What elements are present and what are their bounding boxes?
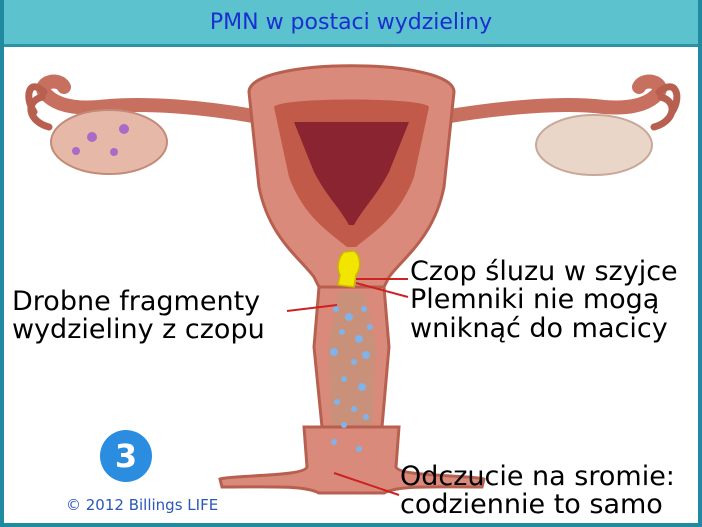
left-ovary-follicle [110, 148, 118, 156]
right-fallopian-tube [444, 82, 660, 117]
label-line: codziennie to samo [400, 491, 675, 519]
left-ovary-follicle [119, 124, 129, 134]
label-line: Odczucie na sromie: [400, 463, 675, 491]
label-vulva-sensation: Odczucie na sromie: codziennie to samo [400, 463, 675, 520]
label-line: wydzieliny z czopu [12, 316, 265, 344]
left-ovary [51, 110, 167, 174]
copyright-notice: © 2012 Billings LIFE [66, 496, 218, 514]
slide-title: PMN w postaci wydzieliny [210, 10, 492, 35]
label-mucus-plug: Czop śluzu w szyjce Plemniki nie mogą wn… [410, 258, 678, 343]
left-fallopian-tube [43, 82, 259, 117]
step-number: 3 [115, 437, 137, 475]
right-ovary [536, 115, 652, 175]
label-line: wniknąć do macicy [410, 315, 678, 343]
step-number-badge: 3 [100, 430, 152, 482]
label-line: Czop śluzu w szyjce [410, 258, 678, 286]
label-mucus-fragments: Drobne fragmenty wydzieliny z czopu [12, 288, 265, 345]
left-ovary-follicle [87, 132, 97, 142]
title-bar: PMN w postaci wydzieliny [4, 0, 698, 47]
label-line: Drobne fragmenty [12, 288, 265, 316]
label-line: Plemniki nie mogą [410, 286, 678, 314]
left-ovary-follicle [72, 147, 80, 155]
